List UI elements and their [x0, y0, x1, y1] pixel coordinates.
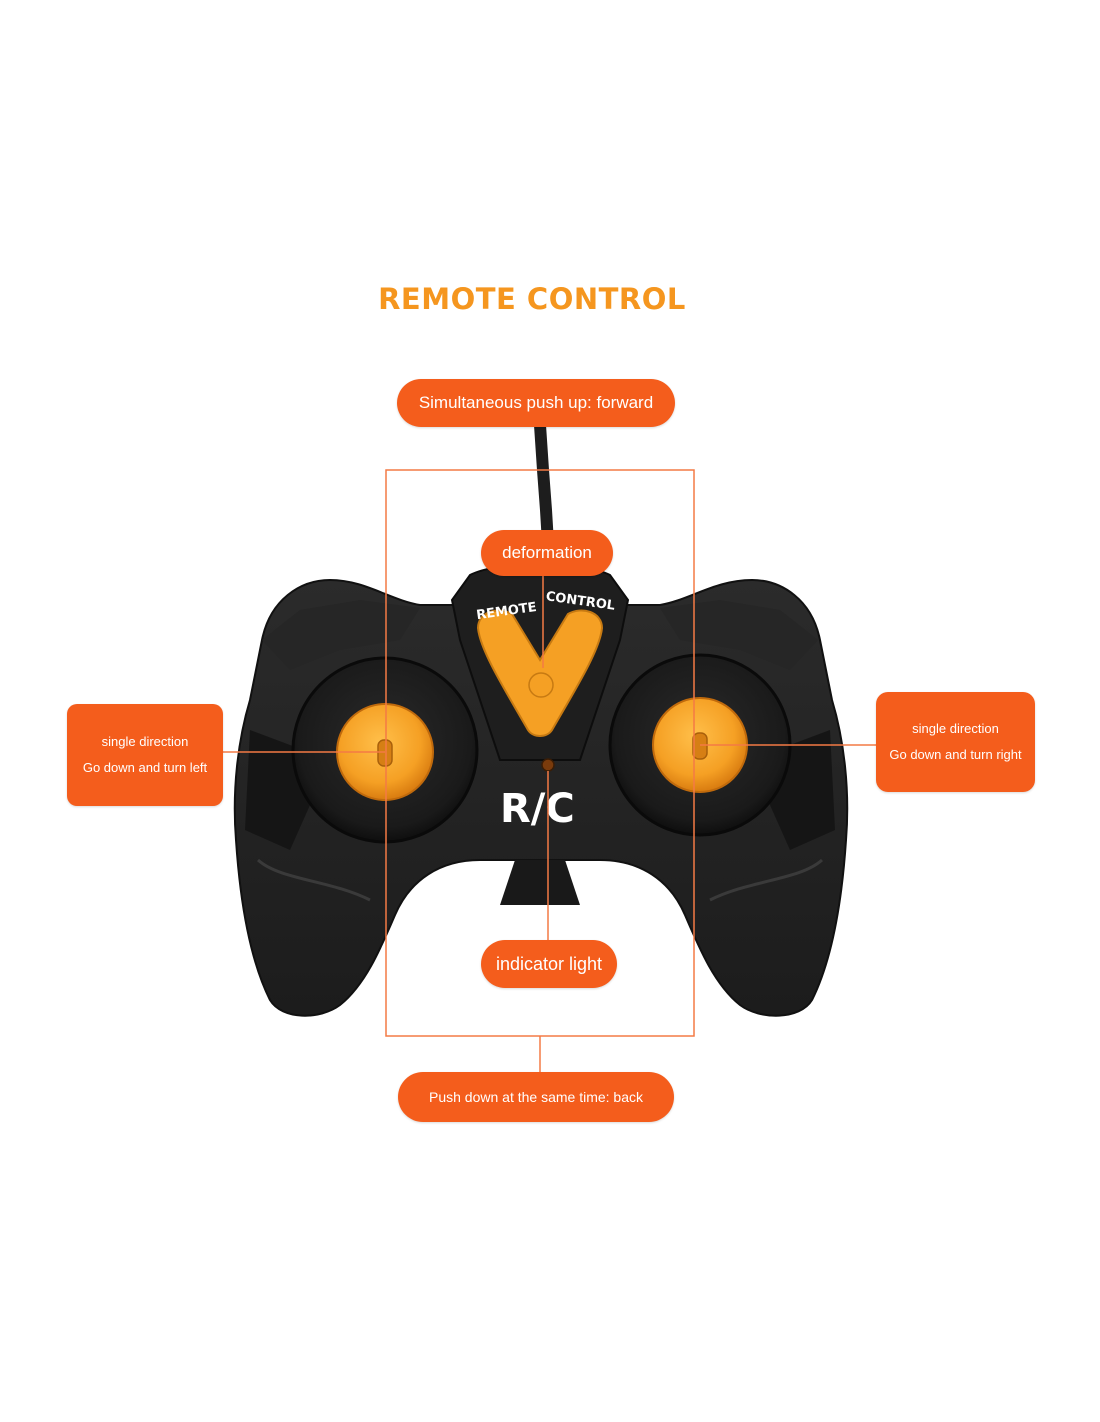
indicator-led [541, 758, 555, 772]
left-shoulder-panel [262, 600, 420, 670]
label-deformation: deformation [481, 530, 613, 576]
label-top-text: Simultaneous push up: forward [418, 393, 654, 412]
button-logo-icon [528, 672, 554, 698]
bottom-notch [500, 860, 580, 905]
label-right: single direction Go down and turn right [876, 692, 1035, 792]
right-shoulder-panel [660, 600, 818, 670]
label-indicator-text: indicator light [495, 953, 603, 974]
label-left-line1: single direction [101, 734, 189, 749]
left-thumbstick-nub [377, 739, 393, 767]
label-right-line2: Go down and turn right [889, 747, 1022, 762]
page-title: REMOTE CONTROL [378, 282, 686, 316]
controller-rc-text: R/C [500, 786, 575, 832]
label-bottom-text: Push down at the same time: back [429, 1089, 643, 1105]
label-deformation-text: deformation [502, 543, 592, 562]
label-right-line1: single direction [912, 721, 999, 736]
right-grip-line [709, 858, 824, 902]
label-top: Simultaneous push up: forward [397, 379, 675, 427]
label-left-line2: Go down and turn left [82, 760, 208, 775]
label-indicator: indicator light [481, 940, 617, 988]
right-thumbstick-nub [692, 732, 708, 760]
label-left: single direction Go down and turn left [67, 704, 223, 806]
left-grip-line [256, 858, 371, 902]
label-bottom: Push down at the same time: back [398, 1072, 674, 1122]
